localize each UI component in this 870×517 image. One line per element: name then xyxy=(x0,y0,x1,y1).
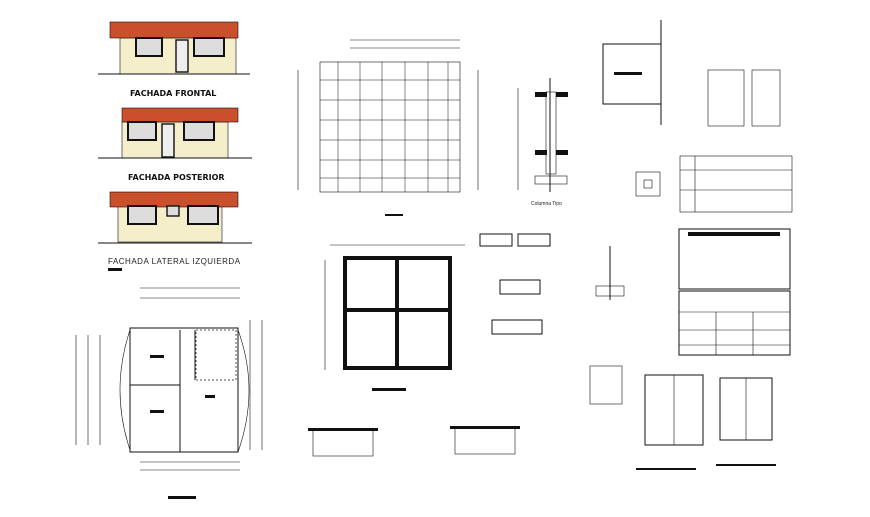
schedule-tables xyxy=(678,155,793,356)
facade-rear-elevation xyxy=(98,107,252,159)
column-detail xyxy=(517,78,568,192)
column-detail-title: Columna Tipo xyxy=(531,201,562,207)
foundation-plan xyxy=(297,39,479,216)
facade-rear-title: FACHADA POSTERIOR xyxy=(128,173,225,182)
facade-front-title: FACHADA FRONTAL xyxy=(130,89,216,98)
floor-plan xyxy=(75,287,263,499)
facade-left-elevation xyxy=(98,191,252,244)
slab-detail xyxy=(602,20,781,197)
structural-frame-plan xyxy=(324,244,465,391)
facade-front-elevation xyxy=(98,21,250,75)
facade-left-title: FACHADA LATERAL IZQUIERDA xyxy=(108,257,241,266)
wall-sections xyxy=(308,365,623,457)
installations-plans xyxy=(636,374,776,470)
beam-sections xyxy=(479,233,625,335)
